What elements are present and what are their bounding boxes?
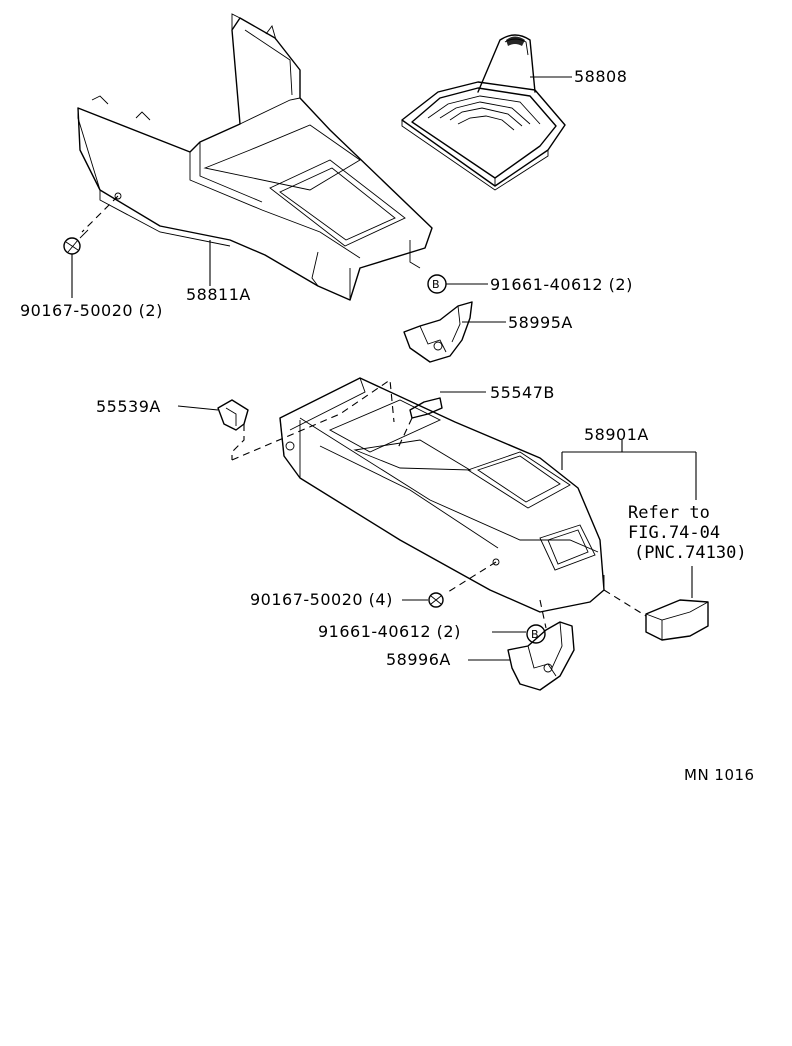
reference-line-3: (PNC.74130)	[634, 543, 747, 563]
screw-upper-part	[63, 195, 119, 255]
reference-line-2: FIG.74-04	[628, 523, 721, 543]
leader-lines	[71, 76, 697, 661]
clip-marker-lower	[526, 624, 546, 644]
clip-mid-part	[397, 397, 443, 449]
label-58901a: 58901A	[584, 425, 649, 444]
clip-marker-lower-letter: B	[531, 628, 540, 641]
assembly-guide-line	[231, 379, 395, 461]
label-55547b: 55547B	[490, 383, 555, 402]
label-screw-upper: 90167-50020 (2)	[20, 301, 163, 320]
label-58808: 58808	[574, 67, 628, 86]
label-58811a: 58811A	[186, 285, 251, 304]
label-clip-b-lower: 91661-40612 (2)	[318, 622, 461, 641]
bracket-lower-part	[507, 599, 575, 691]
shift-boot-part	[401, 34, 566, 191]
label-clip-b-upper: 91661-40612 (2)	[490, 275, 633, 294]
upper-console-part	[77, 13, 433, 301]
label-55539a: 55539A	[96, 397, 161, 416]
reference-line-1: Refer to	[628, 503, 710, 523]
label-screw-lower: 90167-50020 (4)	[250, 590, 393, 609]
diagram-id: MN 1016	[684, 766, 755, 784]
clip-left-part	[217, 399, 249, 460]
label-58995a: 58995A	[508, 313, 573, 332]
lower-console-part	[279, 377, 605, 613]
clip-marker-upper-letter: B	[432, 278, 441, 291]
screw-lower-part	[428, 561, 497, 608]
label-58996a: 58996A	[386, 650, 451, 669]
referred-part	[603, 589, 709, 641]
bracket-upper-part	[403, 301, 473, 363]
